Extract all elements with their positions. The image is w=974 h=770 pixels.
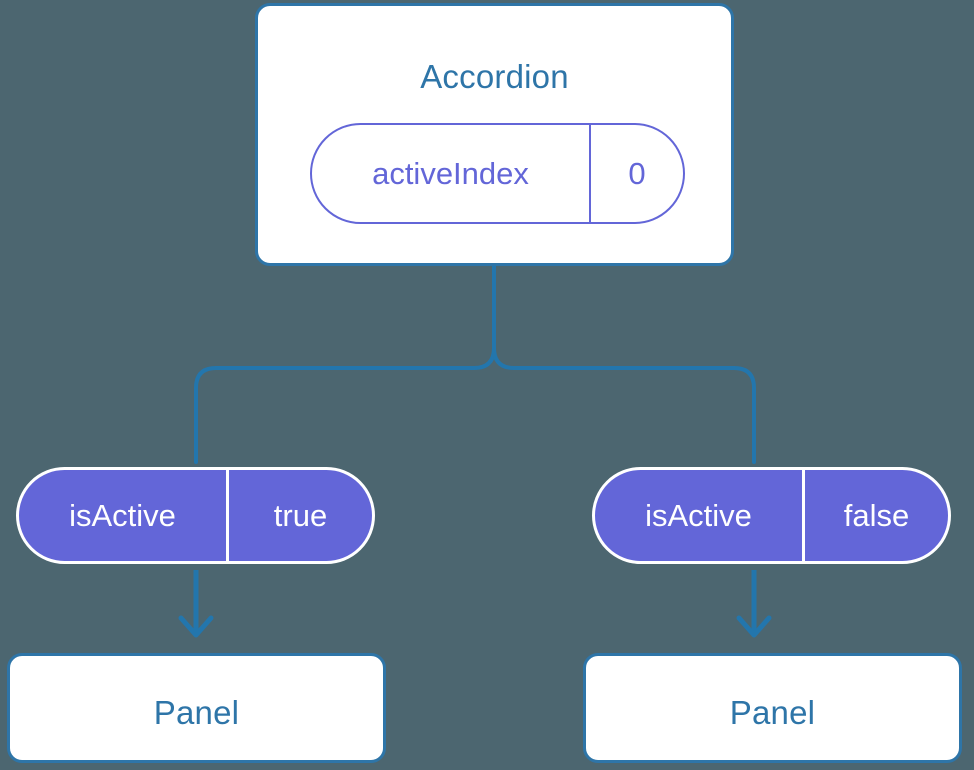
- branch-right-state-key: isActive: [595, 470, 805, 561]
- branch-right-state-value: false: [843, 497, 910, 533]
- connector-trunk-fork: [194, 264, 496, 464]
- accordion-component-card[interactable]: Accordion activeIndex 0: [255, 3, 734, 266]
- arrow-right-to-panel: [736, 570, 772, 638]
- branch-left-state-pill[interactable]: isActive true: [16, 467, 375, 564]
- arrow-left-to-panel: [178, 570, 214, 638]
- panel-right-title: Panel: [729, 694, 816, 731]
- accordion-state-key: activeIndex: [312, 125, 591, 222]
- accordion-state-value: 0: [628, 155, 646, 191]
- panel-right-card[interactable]: Panel: [583, 653, 962, 763]
- panel-left-card[interactable]: Panel: [7, 653, 386, 763]
- connector-trunk-fork-right: [492, 264, 756, 464]
- panel-left-title: Panel: [153, 694, 240, 731]
- branch-left-state-key: isActive: [19, 470, 229, 561]
- accordion-state-pill[interactable]: activeIndex 0: [310, 123, 685, 224]
- branch-right-state-pill[interactable]: isActive false: [592, 467, 951, 564]
- accordion-title: Accordion: [420, 58, 569, 95]
- branch-left-state-value: true: [273, 497, 328, 533]
